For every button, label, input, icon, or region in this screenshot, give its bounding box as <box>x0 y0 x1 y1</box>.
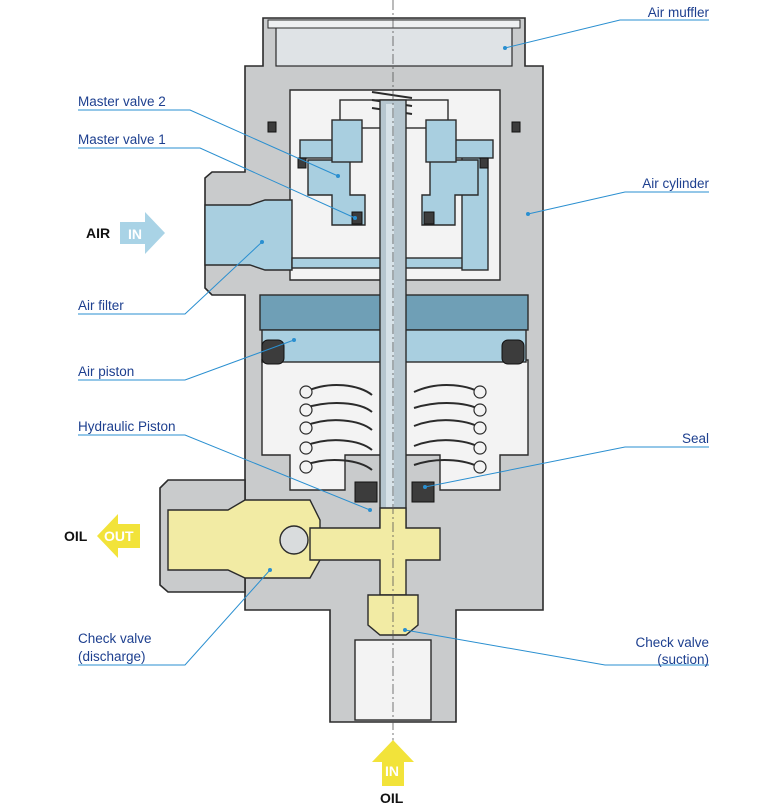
air-in-arrow-text: IN <box>128 226 142 242</box>
oil-out-port-label: OIL <box>64 528 88 544</box>
callout-labels: Air muffler Master valve 2 Master valve … <box>78 5 710 667</box>
label-check-valve-suction-1: Check valve <box>635 635 709 650</box>
oil-out-arrow: OUT <box>97 514 140 558</box>
air-in-arrow: IN <box>120 212 165 254</box>
oil-in-arrow: IN <box>372 740 414 786</box>
label-seal: Seal <box>682 431 709 446</box>
leader-lines <box>78 19 709 666</box>
oil-in-arrow-text: IN <box>385 763 399 779</box>
air-port-label: AIR <box>86 225 110 241</box>
label-hydraulic-piston: Hydraulic Piston <box>78 419 176 434</box>
oil-out-arrow-text: OUT <box>104 528 134 544</box>
return-spring <box>299 384 487 474</box>
label-air-cylinder: Air cylinder <box>642 176 709 191</box>
label-check-valve-discharge-1: Check valve <box>78 631 152 646</box>
label-air-muffler: Air muffler <box>648 5 710 20</box>
label-air-piston: Air piston <box>78 364 134 379</box>
label-check-valve-suction-2: (suction) <box>657 652 709 667</box>
label-master-valve-2: Master valve 2 <box>78 94 166 109</box>
oil-in-port-label: OIL <box>380 790 404 806</box>
label-master-valve-1: Master valve 1 <box>78 132 166 147</box>
label-check-valve-discharge-2: (discharge) <box>78 649 146 664</box>
label-air-filter: Air filter <box>78 298 124 313</box>
